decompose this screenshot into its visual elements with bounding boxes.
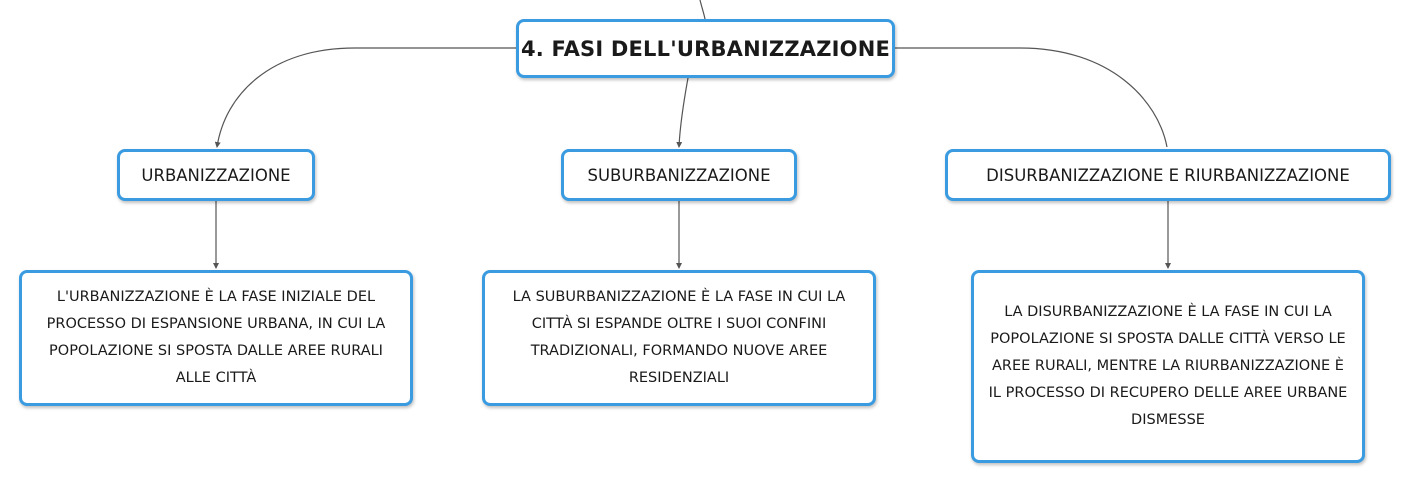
connector-root-to-urbanizzazione bbox=[214, 47, 516, 148]
description-text: LA DISURBANIZZAZIONE È LA FASE IN CUI LA… bbox=[988, 304, 1348, 428]
topic-node-suburbanizzazione[interactable]: SUBURBANIZZAZIONE bbox=[561, 149, 797, 201]
description-node-suburbanizzazione[interactable]: LA SUBURBANIZZAZIONE È LA FASE IN CUI LA… bbox=[482, 270, 876, 406]
description-text: LA SUBURBANIZZAZIONE È LA FASE IN CUI LA… bbox=[512, 289, 846, 386]
description-node-urbanizzazione[interactable]: L'URBANIZZAZIONE È LA FASE INIZIALE DEL … bbox=[19, 270, 413, 406]
topic-node-urbanizzazione[interactable]: URBANIZZAZIONE bbox=[117, 149, 315, 201]
connector-root-to-disurbanizzazione bbox=[895, 47, 1168, 148]
description-text: L'URBANIZZAZIONE È LA FASE INIZIALE DEL … bbox=[46, 289, 386, 386]
connector-parent-to-root bbox=[699, 0, 706, 20]
description-node-disurbanizzazione[interactable]: LA DISURBANIZZAZIONE È LA FASE IN CUI LA… bbox=[971, 270, 1365, 463]
topic-label: SUBURBANIZZAZIONE bbox=[587, 165, 771, 185]
topic-label: DISURBANIZZAZIONE E RIURBANIZZAZIONE bbox=[986, 165, 1350, 185]
root-node-label: 4. FASI DELL'URBANIZZAZIONE bbox=[520, 36, 891, 61]
topic-node-disurbanizzazione[interactable]: DISURBANIZZAZIONE E RIURBANIZZAZIONE bbox=[945, 149, 1391, 201]
connector-root-to-suburbanizzazione bbox=[676, 77, 689, 148]
root-node[interactable]: 4. FASI DELL'URBANIZZAZIONE bbox=[516, 19, 895, 78]
topic-label: URBANIZZAZIONE bbox=[141, 165, 291, 185]
